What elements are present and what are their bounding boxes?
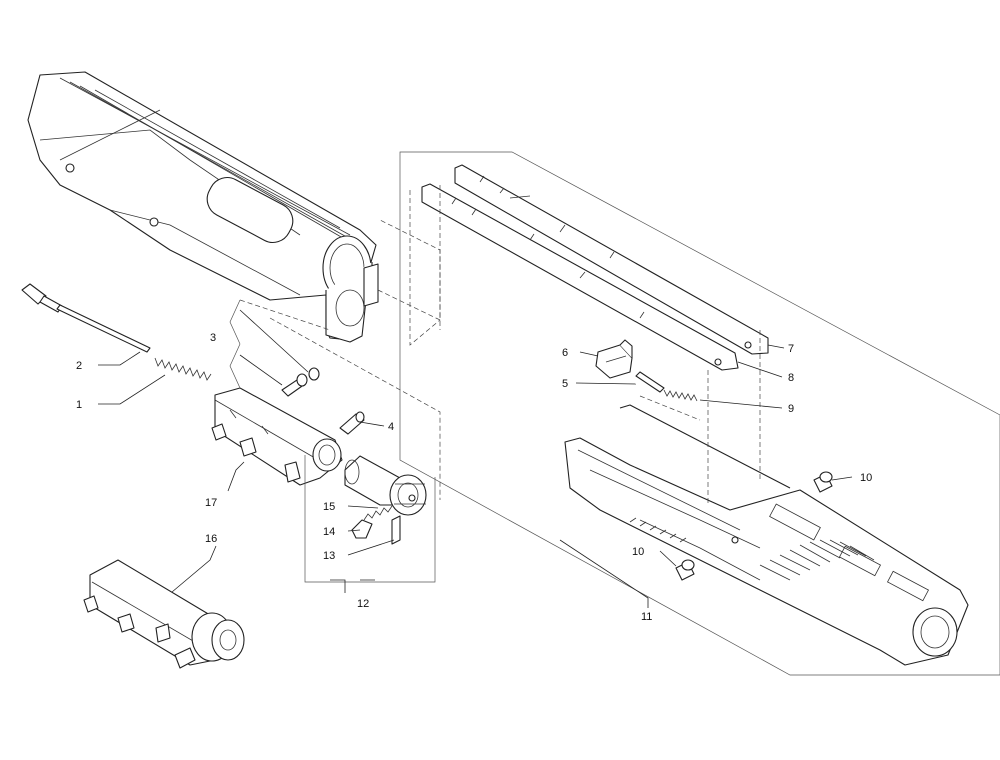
firing-pin-spring: [154, 357, 212, 381]
callout-10-upper: 10: [860, 472, 872, 484]
locking-pin: [635, 371, 665, 393]
ejector: [391, 515, 401, 545]
callout-14: 14: [323, 526, 335, 538]
callout-8: 8: [788, 372, 794, 384]
receiver-housing: [27, 71, 379, 343]
callout-17: 17: [205, 497, 217, 509]
callout-9: 9: [788, 403, 794, 415]
callout-11: 11: [641, 611, 652, 623]
callout-13: 13: [323, 550, 335, 562]
callout-labels: 1 2 3 4 5 6 7 8 9 10 10 11 12 13 14 15 1…: [76, 332, 872, 623]
callout-2: 2: [76, 360, 82, 372]
bracket-3: [229, 299, 241, 389]
forend-grip: [564, 404, 969, 666]
callout-1: 1: [76, 399, 82, 411]
pin: [339, 411, 365, 435]
action-bar-upper: [454, 164, 769, 355]
callout-5: 5: [562, 378, 568, 390]
locking-pin-spring: [663, 389, 698, 402]
screw-lower: [675, 559, 695, 581]
screw-upper: [813, 471, 833, 493]
extractor: [351, 519, 373, 539]
action-bar-lower: [421, 183, 739, 371]
callout-12: 12: [357, 598, 369, 610]
group-frame-11: [399, 151, 1000, 676]
bolt-body: [211, 387, 343, 486]
callout-15: 15: [323, 501, 335, 513]
firing-pin: [21, 283, 151, 353]
leader-lines: [98, 309, 853, 608]
assembly-lines: [239, 185, 761, 505]
callout-6: 6: [562, 347, 568, 359]
callout-10-lower: 10: [632, 546, 644, 558]
extractor-pin: [281, 367, 320, 397]
assembled-bolt: [83, 559, 245, 669]
slide-block: [595, 339, 633, 379]
bolt-head-assembly: [344, 455, 427, 516]
callout-3: 3: [210, 332, 216, 344]
callout-16: 16: [205, 533, 217, 545]
callout-7: 7: [788, 343, 794, 355]
extractor-spring: [363, 505, 393, 521]
group-frame-12: [304, 455, 436, 583]
callout-4: 4: [388, 421, 394, 433]
